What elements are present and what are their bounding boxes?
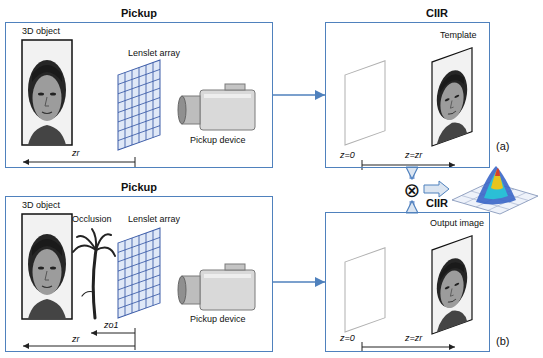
correlation-operator: ⊗ (402, 179, 422, 201)
distance-arrow (362, 160, 455, 170)
flow-arrow (273, 281, 325, 283)
panel-title: CIIR (426, 197, 448, 210)
output-image (432, 236, 472, 334)
ciir-panel: CIIR (325, 22, 490, 168)
object-photo (22, 214, 72, 319)
object-photo (22, 40, 72, 145)
block-arrow (410, 168, 415, 179)
distance-label: z=zr (405, 150, 422, 161)
camera-icon (178, 84, 255, 130)
panel-letter: (b) (496, 335, 509, 348)
device-label: Pickup device (190, 135, 246, 146)
distance-label: zo1 (104, 320, 119, 331)
pickup-panel: Pickup (5, 22, 273, 168)
distance-arrow (23, 157, 135, 167)
plane-label: z=0 (340, 333, 355, 344)
panel-title: Pickup (6, 7, 272, 20)
lenslet-label: Lenslet array (128, 214, 180, 225)
camera-icon (178, 264, 255, 310)
reconstruction-plane (345, 248, 385, 332)
flow-arrow (273, 94, 325, 96)
block-arrow (410, 201, 415, 212)
panel-title: CIIR (426, 7, 448, 20)
panel-letter: (a) (496, 140, 509, 153)
distance-label: zr (72, 334, 80, 345)
occlusion-label: Occlusion (72, 214, 112, 225)
correlation-plot (452, 166, 538, 214)
distance-label: z=zr (405, 333, 422, 344)
block-arrow (424, 181, 449, 197)
lenslet-array (118, 60, 160, 150)
object-label: 3D object (22, 26, 60, 37)
template-image (432, 48, 472, 146)
operator-symbol: ⊗ (404, 180, 421, 200)
lenslet-array (118, 228, 160, 318)
plane-label: z=0 (340, 150, 355, 161)
panel-title: Pickup (6, 181, 272, 194)
occlusion-tree (73, 229, 115, 318)
image-label: Output image (430, 218, 484, 229)
lenslet-label: Lenslet array (128, 48, 180, 59)
reconstruction-plane (345, 61, 385, 145)
image-label: Template (440, 30, 477, 41)
distance-arrow (23, 328, 135, 350)
object-label: 3D object (22, 200, 60, 211)
device-label: Pickup device (190, 314, 246, 325)
distance-label: zr (72, 148, 80, 159)
distance-arrow (362, 342, 455, 351)
ciir-panel: CIIR (325, 212, 490, 352)
